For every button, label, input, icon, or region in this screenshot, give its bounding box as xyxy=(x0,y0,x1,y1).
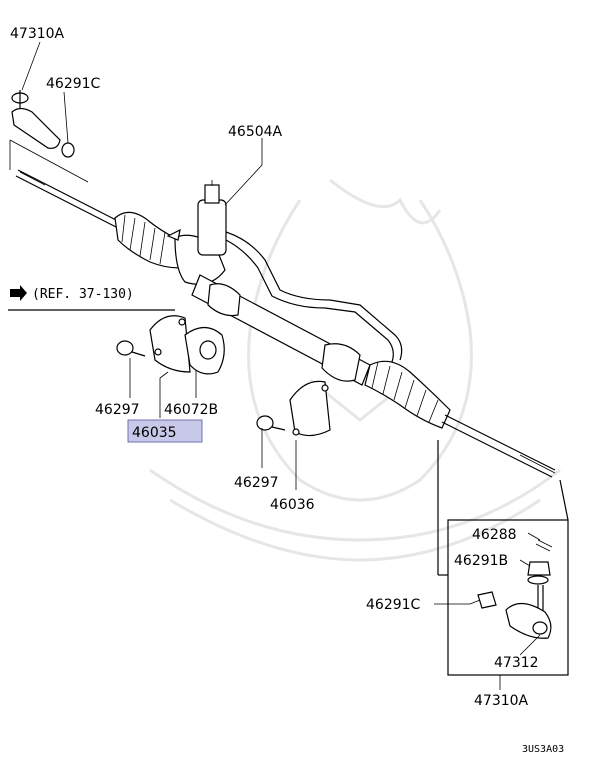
label-46036: 46036 xyxy=(270,497,315,513)
left-tie-rod-end xyxy=(9,90,89,183)
label-46288: 46288 xyxy=(472,527,517,543)
label-46297-left: 46297 xyxy=(95,402,140,418)
label-46072b: 46072B xyxy=(164,402,218,418)
label-46035: 46035 xyxy=(132,425,177,441)
steering-rack-assembly xyxy=(15,169,556,478)
right-tie-rod-end-group xyxy=(437,440,569,676)
label-46504a: 46504A xyxy=(228,124,283,140)
highlight-box xyxy=(127,419,203,443)
ref-label: (REF. 37-130) xyxy=(32,287,134,302)
left-clamp-bushing xyxy=(116,315,225,375)
label-46291b: 46291B xyxy=(454,553,508,569)
label-46297-mid: 46297 xyxy=(234,475,279,491)
label-47312: 47312 xyxy=(494,655,539,671)
right-clamp xyxy=(256,380,331,437)
label-47310a-bottom: 47310A xyxy=(474,693,529,709)
label-47310a-top: 47310A xyxy=(10,26,65,42)
label-46291c-top: 46291C xyxy=(46,76,101,92)
leader-lines xyxy=(8,41,541,690)
label-46291c-bottom: 46291C xyxy=(366,597,421,613)
diagram-code: 3US3A03 xyxy=(522,744,564,755)
right-arrow-icon xyxy=(10,285,27,301)
